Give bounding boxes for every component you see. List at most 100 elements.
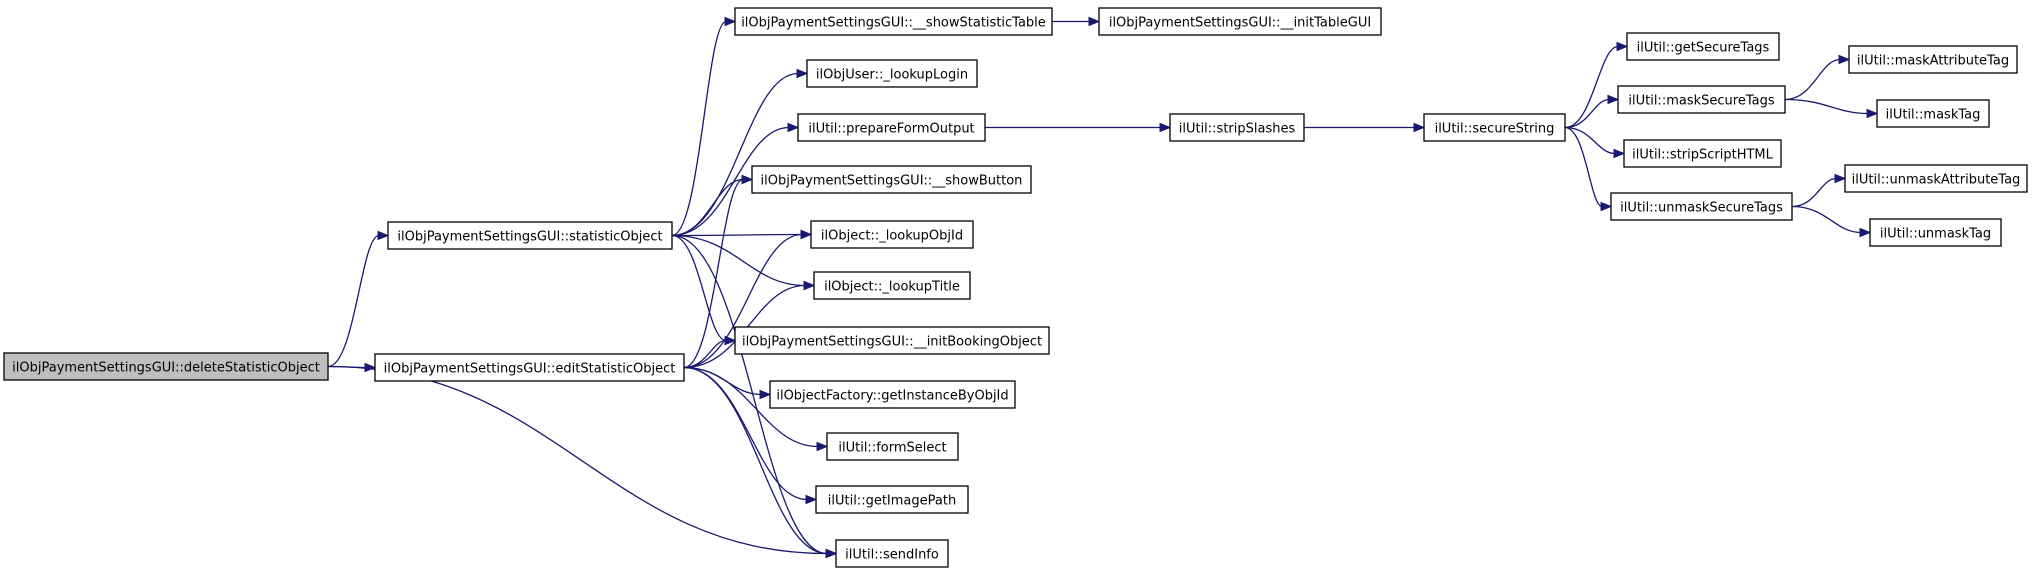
node-ilutil-unmasksecuretags[interactable]: ilUtil::unmaskSecureTags [1610,192,1793,221]
node-ilutil-sendinfo[interactable]: ilUtil::sendInfo [835,539,949,568]
node-label: ilUtil::maskAttributeTag [1857,54,2009,69]
node-ilobjpaymentsettingsgui-showbutton[interactable]: ilObjPaymentSettingsGUI::__showButton [751,165,1032,194]
arrowhead-icon [1088,16,1101,27]
node-ilutil-unmaskattributetag[interactable]: ilUtil::unmaskAttributeTag [1844,164,2028,193]
node-box [751,165,1032,194]
node-label: ilUtil::stripSlashes [1179,122,1296,137]
node-ilutil-unmasktag[interactable]: ilUtil::unmaskTag [1869,218,2002,247]
node-box [1623,139,1782,168]
node-label: ilUtil::unmaskAttributeTag [1852,173,2021,188]
arrowhead-icon [1859,227,1872,238]
node-box [826,432,959,461]
node-box [734,7,1053,36]
node-ilutil-stripslashes[interactable]: ilUtil::stripSlashes [1169,113,1305,142]
node-label: ilUtil::unmaskTag [1880,227,1991,242]
node-ilobjpaymentsettingsgui-statisticobject[interactable]: ilObjPaymentSettingsGUI::statisticObject [387,221,673,250]
arrowhead-icon [724,335,737,346]
edge-statistic-to-lookupLogin [671,72,799,237]
node-ilutil-prepareformoutput[interactable]: ilUtil::prepareFormOutput [797,113,986,142]
node-label: ilUtil::secureString [1435,122,1555,137]
node-label: ilObjPaymentSettingsGUI::__initBookingOb… [742,335,1042,350]
node-label: ilObject::_lookupTitle [824,280,960,295]
arrowhead-icon [377,230,390,241]
node-ilobject-lookuptitle[interactable]: ilObject::_lookupTitle [813,271,971,300]
node-box [1617,85,1786,114]
node-label: ilUtil::unmaskSecureTags [1620,201,1783,216]
arrowhead-icon [1413,122,1426,133]
edge-unmaskSecureTags-to-unmaskTag [1791,205,1862,234]
node-box [1610,192,1793,221]
node-layer: ilObjPaymentSettingsGUI::deleteStatistic… [3,7,2028,568]
node-box [815,485,969,514]
node-box [806,59,978,88]
node-box [797,113,986,142]
edge-statistic-to-initBooking [671,234,727,342]
node-box [1848,45,2018,74]
node-box [835,539,949,568]
node-ilobjpaymentsettingsgui-initbookingobject[interactable]: ilObjPaymentSettingsGUI::__initBookingOb… [734,326,1050,355]
node-box [1098,7,1382,36]
node-box [813,271,971,300]
edge-layer [327,16,1879,559]
node-ilutil-securestring[interactable]: ilUtil::secureString [1423,113,1566,142]
arrowhead-icon [796,68,809,79]
node-label: ilObjPaymentSettingsGUI::statisticObject [397,230,662,245]
node-ilobject-lookupobjid[interactable]: ilObject::_lookupObjId [810,220,974,249]
edge-secureString-to-getSecureTags [1564,45,1619,129]
edge-secureString-to-unmaskSecureTags [1564,126,1603,208]
arrowhead-icon [1616,41,1629,52]
node-box [1169,113,1305,142]
node-label: ilUtil::stripScriptHTML [1632,148,1774,163]
node-box [1626,32,1780,61]
arrowhead-icon [803,280,816,291]
node-label: ilObjUser::_lookupLogin [816,68,968,83]
edge-maskSecureTags-to-maskAttrTag [1784,58,1841,101]
node-box [1423,113,1566,142]
arrowhead-icon [724,16,737,27]
node-box [374,353,685,382]
edge-statistic-to-sendInfo [671,234,828,555]
edge-secureString-to-maskSecureTags [1564,98,1610,129]
node-ilobjpaymentsettingsgui-deletestatisticobject[interactable]: ilObjPaymentSettingsGUI::deleteStatistic… [3,352,329,381]
arrowhead-icon [1159,122,1172,133]
edge-edit-to-lookupObjId [683,233,803,369]
edge-statistic-to-lookupTitle [671,234,806,287]
arrowhead-icon [1838,54,1851,65]
edge-statistic-to-showStatTable [671,20,727,237]
node-label: ilUtil::sendInfo [845,548,939,563]
arrowhead-icon [1866,108,1879,119]
edge-delete-to-sendInfo [327,365,828,555]
node-label: ilUtil::prepareFormOutput [808,122,974,137]
arrowhead-icon [787,122,800,133]
node-ilutil-masktag[interactable]: ilUtil::maskTag [1876,99,1990,128]
node-label: ilUtil::getSecureTags [1637,41,1770,56]
node-box [734,326,1050,355]
arrowhead-icon [825,548,838,559]
node-label: ilObjPaymentSettingsGUI::editStatisticOb… [384,362,676,377]
arrowhead-icon [1607,94,1620,105]
node-label: ilUtil::maskSecureTags [1628,94,1774,109]
arrowhead-icon [364,362,377,373]
node-ilobjpaymentsettingsgui-editstatisticobject[interactable]: ilObjPaymentSettingsGUI::editStatisticOb… [374,353,685,382]
arrowhead-icon [800,229,813,240]
node-label: ilObjPaymentSettingsGUI::__initTableGUI [1109,16,1371,31]
node-ilutil-getsecuretags[interactable]: ilUtil::getSecureTags [1626,32,1780,61]
arrowhead-icon [805,494,818,505]
arrowhead-icon [816,441,829,452]
edge-maskSecureTags-to-maskTag [1784,98,1869,115]
node-ilutil-masksecuretags[interactable]: ilUtil::maskSecureTags [1617,85,1786,114]
arrowhead-icon [1600,201,1613,212]
node-ilobjpaymentsettingsgui-inittablegui[interactable]: ilObjPaymentSettingsGUI::__initTableGUI [1098,7,1382,36]
node-ilutil-formselect[interactable]: ilUtil::formSelect [826,432,959,461]
node-ilobjuser-lookuplogin[interactable]: ilObjUser::_lookupLogin [806,59,978,88]
node-box [810,220,974,249]
node-ilutil-getimagepath[interactable]: ilUtil::getImagePath [815,485,969,514]
node-ilutil-stripscripthtml[interactable]: ilUtil::stripScriptHTML [1623,139,1782,168]
node-box [1869,218,2002,247]
node-ilutil-maskattributetag[interactable]: ilUtil::maskAttributeTag [1848,45,2018,74]
node-label: ilUtil::getImagePath [828,494,956,509]
node-ilobjpaymentsettingsgui-showstatistictable[interactable]: ilObjPaymentSettingsGUI::__showStatistic… [734,7,1053,36]
node-ilobjectfactory-getinstancebyobjid[interactable]: ilObjectFactory::getInstanceByObjId [769,380,1016,409]
edge-statistic-to-showButton [671,178,744,237]
